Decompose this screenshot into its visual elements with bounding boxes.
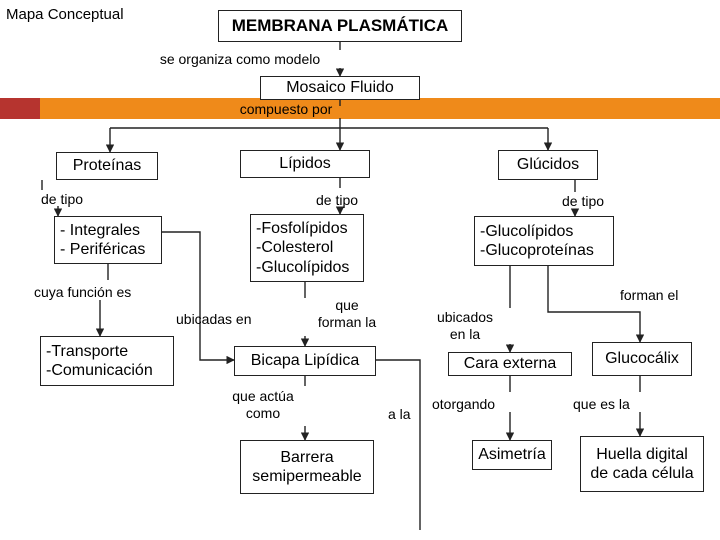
link-de-tipo-proteinas: de tipo bbox=[41, 191, 84, 207]
link-de-tipo-lipidos: de tipo bbox=[316, 192, 359, 208]
edge-tipos-proteinas-ubicadas bbox=[160, 231, 235, 365]
link-que-forman-la: que forman la bbox=[317, 297, 377, 330]
link-otorgando: otorgando bbox=[432, 396, 496, 412]
link-ubicados-en-la: ubicados en la bbox=[436, 309, 494, 342]
node-proteinas: Proteínas bbox=[56, 152, 158, 180]
node-barrera-semipermeable: Barrera semipermeable bbox=[240, 440, 374, 494]
node-mosaico-fluido: Mosaico Fluido bbox=[260, 76, 420, 100]
link-forman-el: forman el bbox=[620, 287, 679, 303]
corner-title: Mapa Conceptual bbox=[6, 6, 124, 23]
node-tipos-lipidos: -Fosfolípidos -Colesterol -Glucolípidos bbox=[250, 214, 364, 282]
link-cuya-funcion: cuya función es bbox=[34, 284, 132, 300]
link-ubicadas-en: ubicadas en bbox=[176, 311, 252, 327]
node-bicapa-lipidica: Bicapa Lipídica bbox=[234, 346, 376, 376]
node-tipos-proteinas: - Integrales - Periféricas bbox=[54, 216, 162, 264]
node-asimetria: Asimetría bbox=[472, 440, 552, 470]
node-glucocalix: Glucocálix bbox=[592, 342, 692, 376]
link-que-actua-como: que actúa como bbox=[232, 388, 294, 421]
link-a-la: a la bbox=[388, 406, 411, 422]
link-de-tipo-glucidos: de tipo bbox=[562, 193, 605, 209]
header-accent-bar bbox=[0, 98, 720, 119]
link-compuesto-por: compuesto por bbox=[239, 101, 333, 117]
node-glucidos: Glúcidos bbox=[498, 150, 598, 180]
node-membrana-plasmatica: MEMBRANA PLASMÁTICA bbox=[218, 10, 462, 42]
node-tipos-glucidos: -Glucolípidos -Glucoproteínas bbox=[474, 216, 614, 266]
node-cara-externa: Cara externa bbox=[448, 352, 572, 376]
link-que-es-la: que es la bbox=[573, 396, 630, 412]
node-funciones: -Transporte -Comunicación bbox=[40, 336, 174, 386]
node-lipidos: Lípidos bbox=[240, 150, 370, 178]
link-se-organiza: se organiza como modelo bbox=[159, 51, 321, 67]
node-huella-digital: Huella digital de cada célula bbox=[580, 436, 704, 492]
edge-glucidos-formanel bbox=[547, 266, 645, 343]
accent-mark bbox=[0, 98, 40, 119]
edge-bicapa-ala bbox=[376, 359, 421, 530]
